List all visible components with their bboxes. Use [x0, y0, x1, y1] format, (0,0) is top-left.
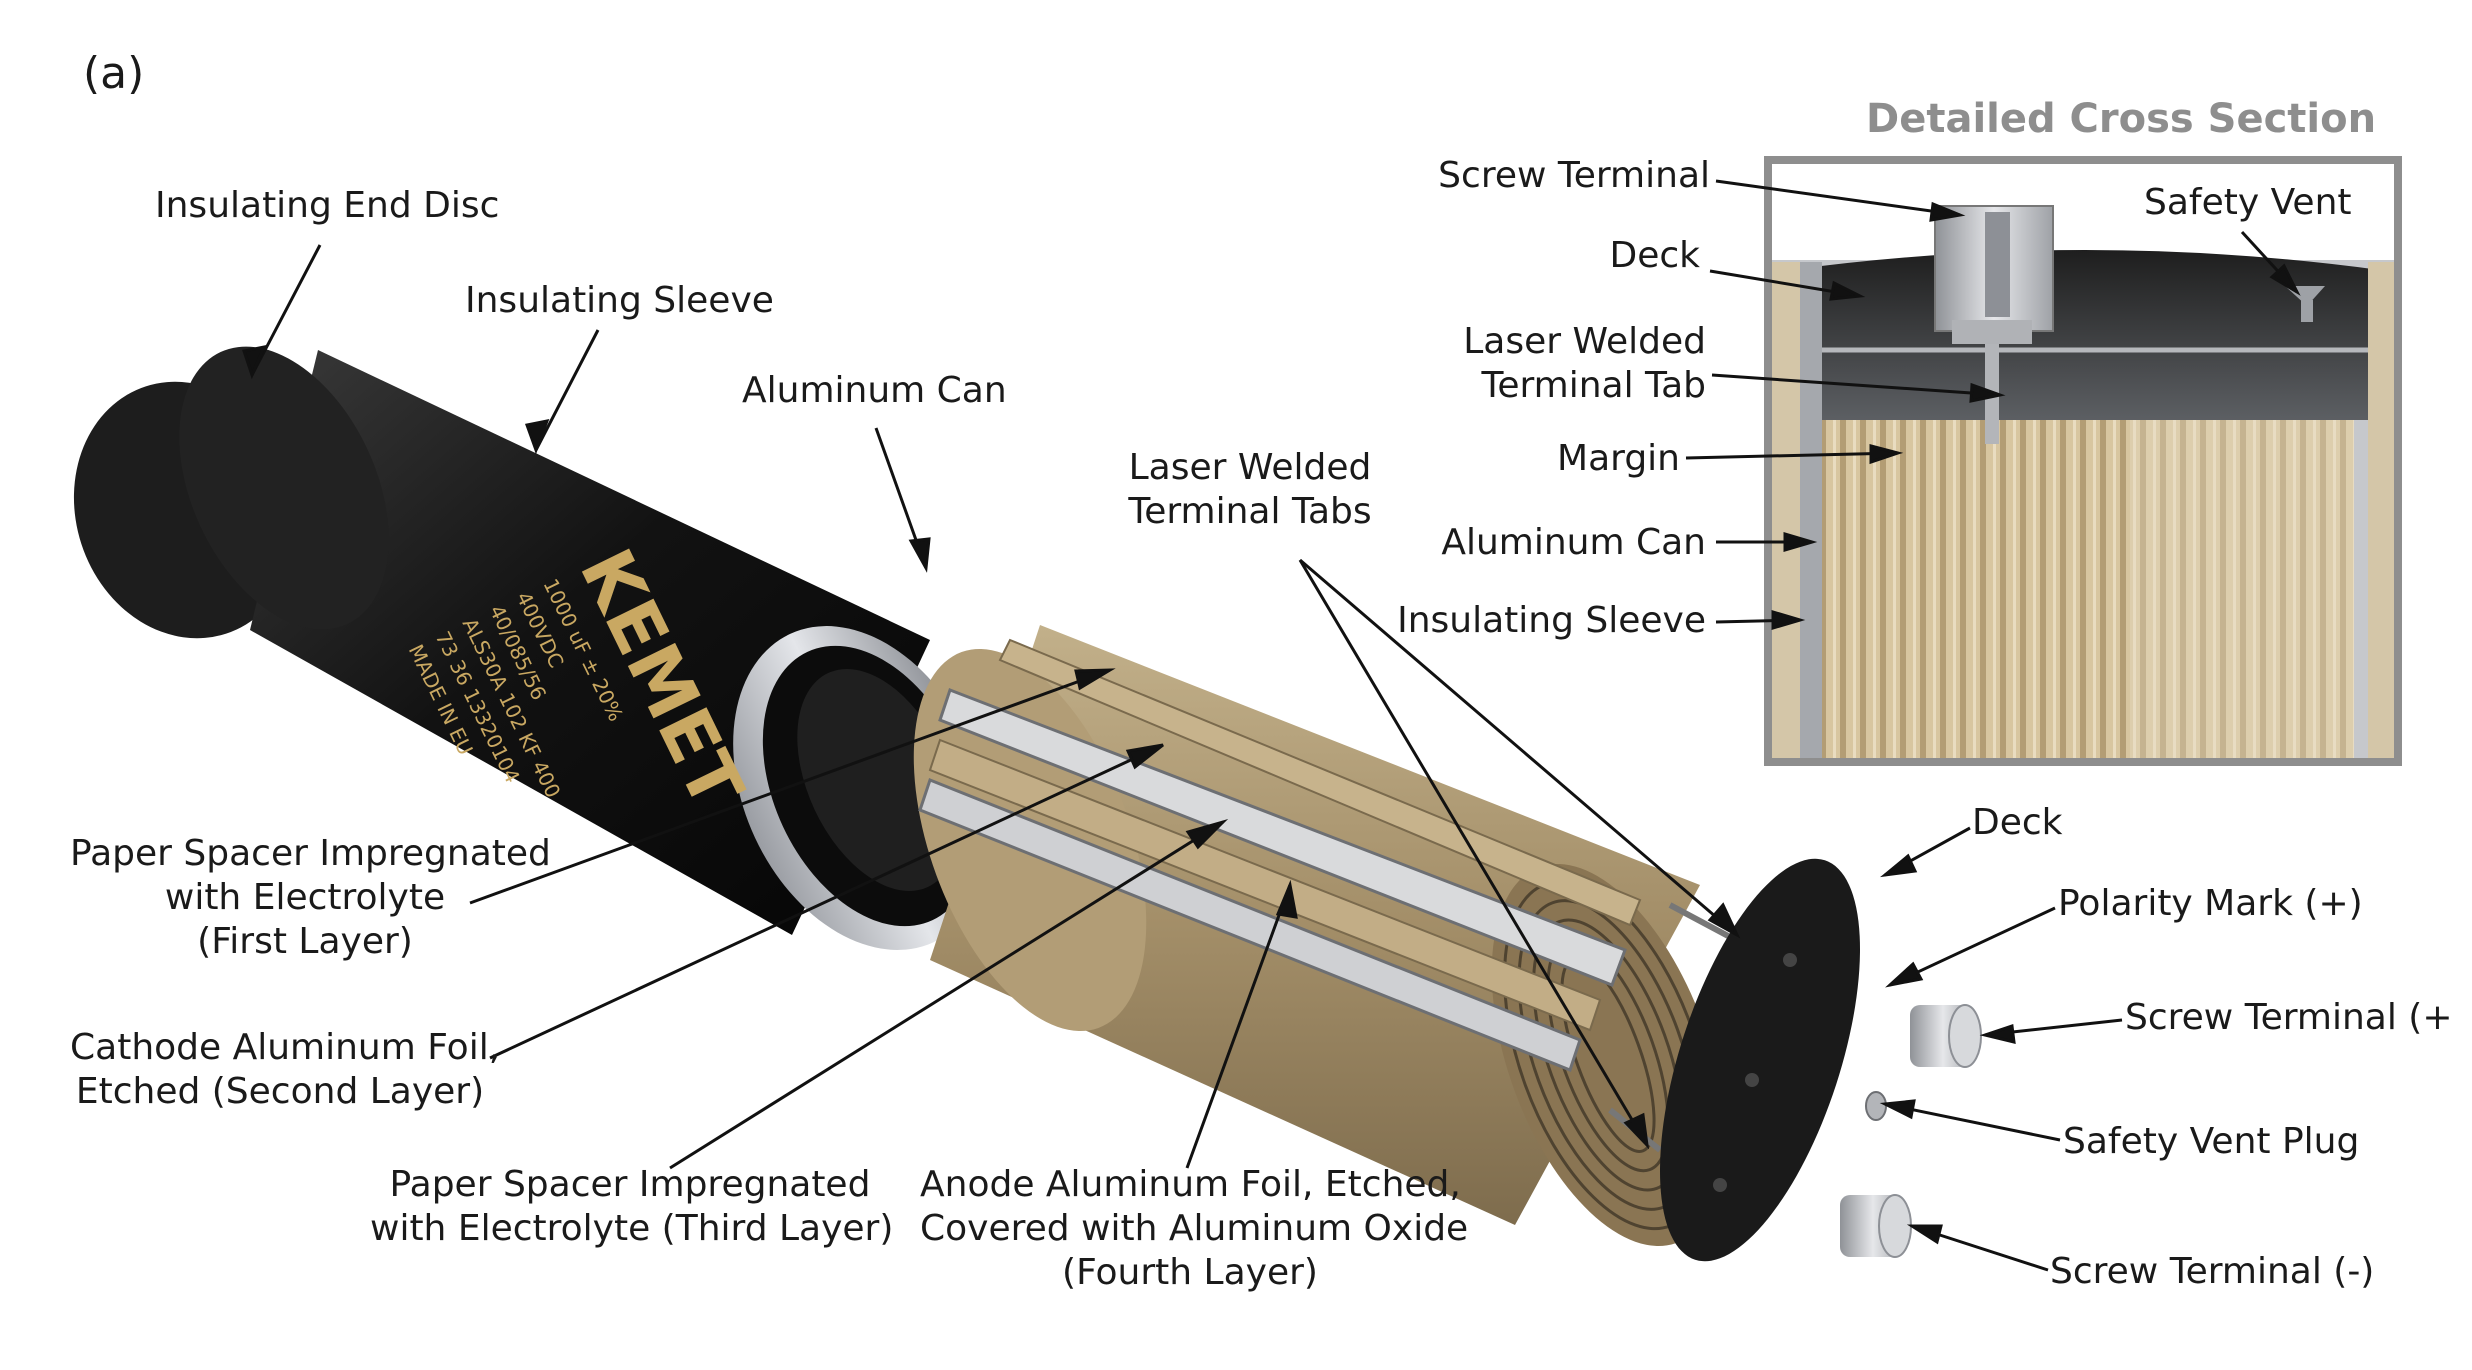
label-insulating-sleeve: Insulating Sleeve [465, 280, 774, 321]
xs-label-deck: Deck [1609, 235, 1700, 276]
label-line: Anode Aluminum Foil, Etched, [920, 1164, 1461, 1205]
deck-hole [1783, 953, 1797, 967]
anode-foil-fourth-layer [918, 778, 1582, 1072]
label-deck: Deck [1972, 802, 2063, 843]
label-laser-welded-terminal-tabs: Laser Welded Terminal Tabs [1100, 446, 1400, 534]
xs-label-aluminum-can: Aluminum Can [1441, 522, 1706, 563]
label-line: Laser Welded [1463, 321, 1706, 362]
cathode-foil-second-layer [938, 688, 1627, 987]
label-line: Laser Welded [1128, 447, 1372, 488]
label-anode-foil-fourth-layer: Anode Aluminum Foil, Etched, Covered wit… [920, 1163, 1469, 1295]
paper-spacer-first-layer [998, 638, 1642, 927]
label-line: with Electrolyte [164, 877, 446, 918]
xs-label-insulating-sleeve: Insulating Sleeve [1397, 600, 1706, 641]
label-safety-vent-plug: Safety Vent Plug [2063, 1121, 2360, 1162]
safety-vent-plug [1865, 1091, 1887, 1121]
deck-disc [1659, 858, 1861, 1262]
label-aluminum-can: Aluminum Can [742, 370, 1007, 411]
label-screw-terminal-plus: Screw Terminal (+ [2125, 997, 2453, 1038]
label-line: Etched (Second Layer) [75, 1071, 485, 1112]
screw-terminal-plus [1910, 1004, 1982, 1068]
screw-terminal-minus [1840, 1194, 1912, 1258]
label-line: Paper Spacer Impregnated [389, 1164, 871, 1205]
label-insulating-end-disc: Insulating End Disc [155, 185, 500, 226]
label-line: Terminal Tab [1481, 365, 1706, 406]
label-screw-terminal-minus: Screw Terminal (-) [2050, 1251, 2375, 1292]
paper-spacer-third-layer [928, 738, 1602, 1032]
label-line: (Fourth Layer) [1062, 1252, 1318, 1293]
label-cathode-foil-second-layer: Cathode Aluminum Foil, Etched (Second La… [70, 1026, 501, 1114]
deck-hole [1713, 1178, 1727, 1192]
label-line: with Electrolyte (Third Layer) [370, 1208, 894, 1249]
xs-label-safety-vent: Safety Vent [2144, 182, 2352, 223]
label-polarity-mark: Polarity Mark (+) [2058, 883, 2363, 924]
xs-label-margin: Margin [1557, 438, 1680, 479]
label-paper-spacer-first-layer: Paper Spacer Impregnated with Electrolyt… [70, 832, 551, 964]
cross-section-panel [1764, 156, 2402, 766]
label-line: Paper Spacer Impregnated [70, 833, 551, 874]
label-line: (First Layer) [197, 921, 413, 962]
label-line: Terminal Tabs [1128, 491, 1372, 532]
cross-section-title: Detailed Cross Section [1866, 96, 2377, 142]
deck-hole [1745, 1073, 1759, 1087]
label-line: Covered with Aluminum Oxide [920, 1208, 1469, 1249]
leader-lines [242, 179, 2301, 1272]
unrolled-layers [918, 638, 1642, 1072]
xs-label-laser-welded-terminal-tab: Laser Welded Terminal Tab [1380, 320, 1706, 408]
panel-label: (a) [83, 48, 145, 99]
label-line: Cathode Aluminum Foil, [70, 1027, 501, 1068]
label-paper-spacer-third-layer: Paper Spacer Impregnated with Electrolyt… [370, 1163, 894, 1251]
xs-label-screw-terminal: Screw Terminal [1438, 155, 1710, 196]
